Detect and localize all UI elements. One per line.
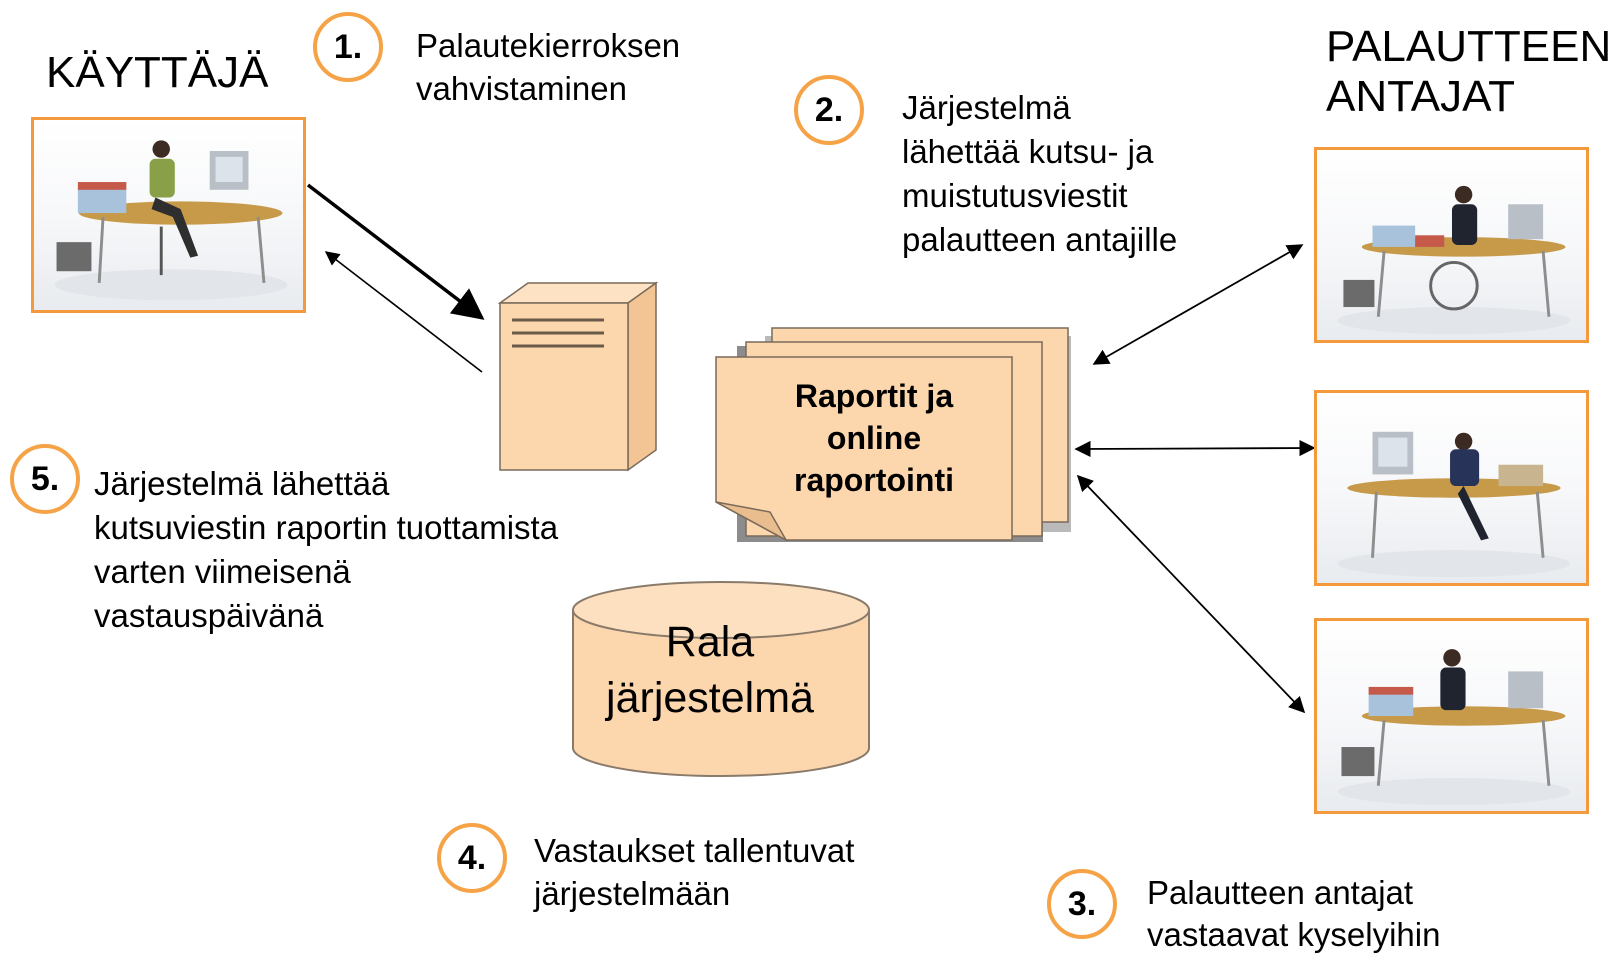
arrow-user-to-server [306, 183, 485, 320]
step-4-badge: 4. [437, 823, 507, 893]
givers-heading-line-2: ANTAJAT [1326, 72, 1516, 121]
giver-photo-1 [1314, 147, 1589, 343]
reports-label: Raportit ja online raportointi [744, 375, 1004, 501]
user-photo [31, 117, 306, 313]
step-5-text-line-4: vastauspäivänä [94, 597, 324, 634]
givers-heading-line-1: PALAUTTEEN [1326, 22, 1612, 71]
giver-photo-2 [1314, 390, 1589, 586]
server-icon [497, 281, 659, 472]
step-2-text-line-1: Järjestelmä [902, 89, 1071, 126]
step-2-badge: 2. [794, 75, 864, 145]
database-label-line-2: järjestelmä [606, 674, 814, 722]
step-2-text-line-2: lähettää kutsu- ja [902, 133, 1154, 170]
step-3-text-line-2: vastaavat kyselyihin [1147, 916, 1441, 953]
database-label: Rala järjestelmä [560, 614, 860, 726]
step-5-text-line-3: varten viimeisenä [94, 553, 351, 590]
step-1-text-line-1: Palautekierroksen [416, 27, 681, 64]
step-4-text-line-2: järjestelmään [534, 875, 731, 912]
step-4-text-line-1: Vastaukset tallentuvat [534, 832, 855, 869]
arrow-server-to-user [324, 251, 483, 373]
step-5-text-line-1: Järjestelmä lähettää [94, 465, 390, 502]
step-3-badge: 3. [1047, 869, 1117, 939]
step-5-text-line-2: kutsuviestin raportin tuottamista [94, 509, 559, 546]
step-1-text-line-2: vahvistaminen [416, 70, 627, 107]
database-label-line-1: Rala [665, 618, 755, 666]
step-1-badge: 1. [313, 12, 383, 82]
giver-photo-3 [1314, 618, 1589, 814]
database-icon [572, 581, 870, 777]
reports-label-line-2: online [826, 420, 922, 456]
reports-stack-icon [715, 327, 1071, 542]
step-5-badge: 5. [10, 444, 80, 514]
arrow-reports-giver-3 [1076, 474, 1306, 714]
arrow-reports-giver-2 [1074, 439, 1316, 458]
step-2-text-line-4: palautteen antajille [902, 221, 1178, 258]
step-2-text-line-3: muistutusviestit [902, 177, 1128, 214]
arrow-reports-giver-1 [1092, 244, 1304, 365]
step-3-text-line-1: Palautteen antajat [1147, 874, 1414, 911]
reports-label-line-3: raportointi [794, 462, 954, 498]
reports-label-line-1: Raportit ja [794, 378, 954, 414]
user-heading: KÄYTTÄJÄ [46, 48, 269, 97]
